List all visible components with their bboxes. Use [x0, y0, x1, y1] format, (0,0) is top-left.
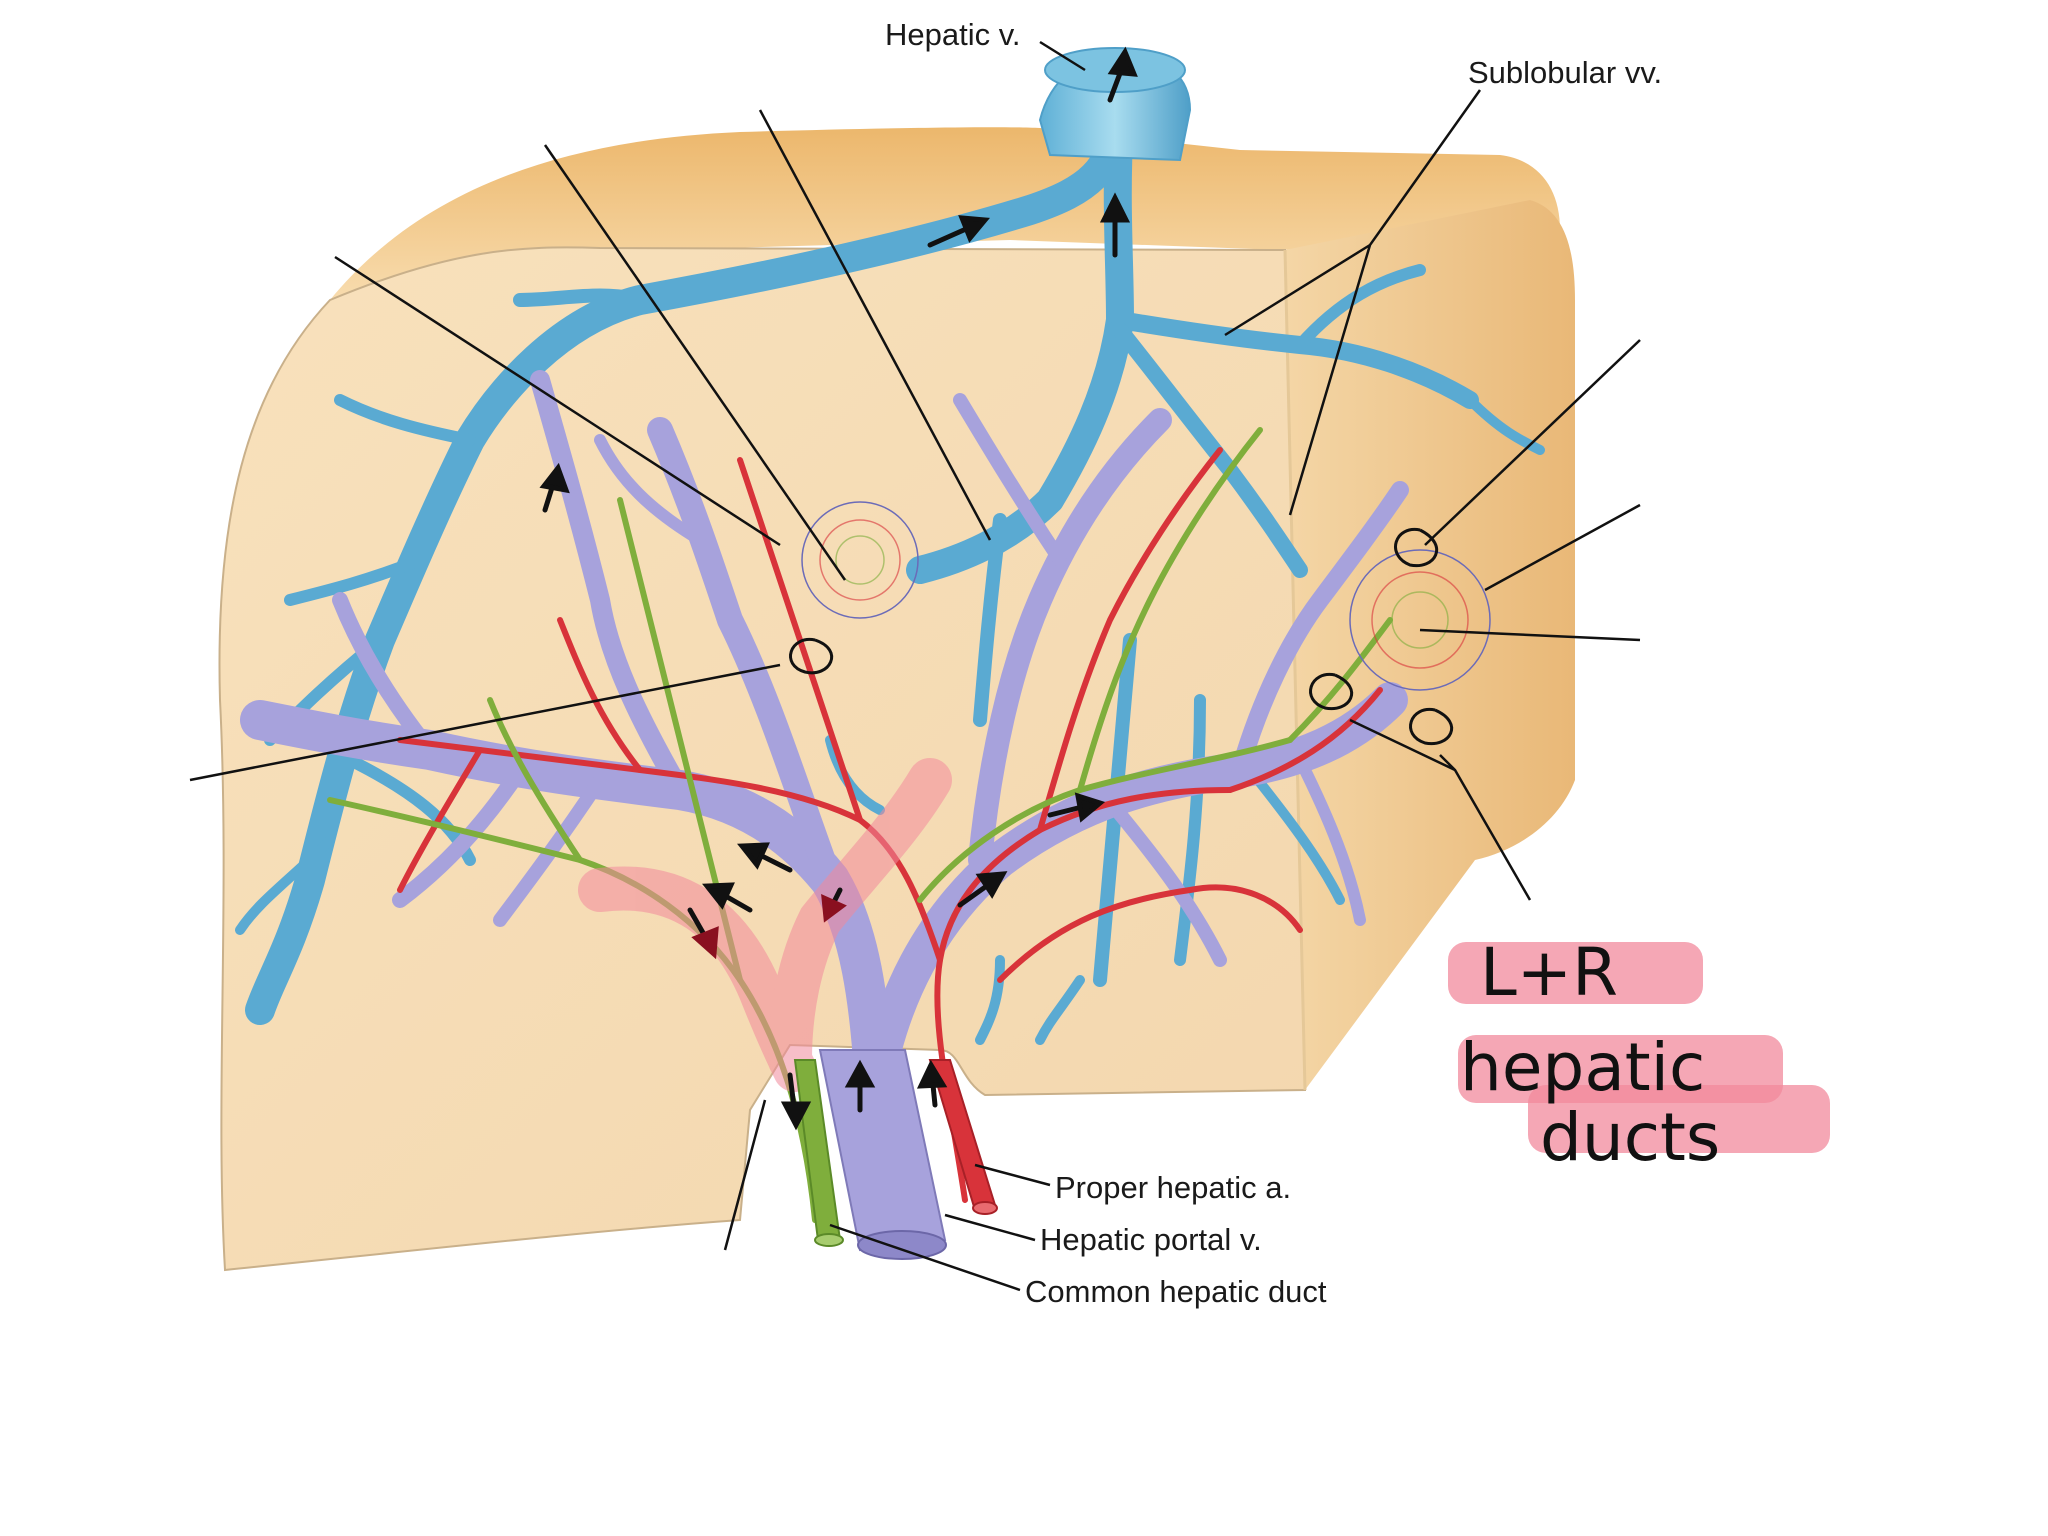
label-common-hepatic-duct: Common hepatic duct — [1025, 1274, 1327, 1309]
extrahepatic-vessels — [793, 1049, 998, 1260]
leader-unlabeled-3 — [334, 255, 781, 547]
note-line2: hepatic — [1460, 1029, 1705, 1106]
lobule-right — [1349, 549, 1491, 691]
highlight-line1 — [1448, 942, 1703, 1004]
note-line3: ducts — [1540, 1099, 1720, 1176]
lobule-left — [801, 501, 919, 619]
label-hepatic-portal-vein: Hepatic portal v. — [1040, 1222, 1262, 1257]
leader-lines — [189, 40, 1641, 1292]
leader-unlabeled-8 — [1349, 718, 1532, 901]
leader-unlabeled-1 — [543, 144, 847, 581]
note-line1: L+R — [1480, 934, 1618, 1011]
leader-hepatic-portal-vein — [944, 1213, 1036, 1242]
leader-unlabeled-6 — [1484, 503, 1641, 592]
handwritten-annotation: L+R hepatic ducts — [1448, 934, 1830, 1176]
leader-sublobular-veins — [1224, 89, 1482, 516]
label-sublobular-veins: Sublobular vv. — [1468, 55, 1662, 90]
liver-lobules — [801, 501, 1491, 691]
leader-unlabeled-7 — [1419, 628, 1641, 642]
liver-top-surface — [330, 127, 1560, 300]
leader-unlabeled-2 — [758, 109, 992, 541]
leader-hepatic-vein — [1039, 40, 1086, 72]
flow-arrows — [539, 46, 1138, 1131]
duct-highlight — [578, 758, 952, 1092]
leader-unlabeled-9 — [723, 1099, 767, 1251]
leader-common-hepatic-duct — [829, 1223, 1021, 1292]
liver-cut-edge-shadow — [1283, 249, 1307, 1091]
label-proper-hepatic-artery: Proper hepatic a. — [1055, 1170, 1291, 1205]
leader-proper-hepatic-artery — [974, 1163, 1051, 1187]
hand-markers — [789, 527, 1454, 746]
leader-unlabeled-5 — [1424, 339, 1641, 546]
highlight-line3 — [1528, 1085, 1830, 1153]
leader-unlabeled-4 — [189, 663, 781, 782]
label-hepatic-vein: Hepatic v. — [885, 17, 1021, 52]
